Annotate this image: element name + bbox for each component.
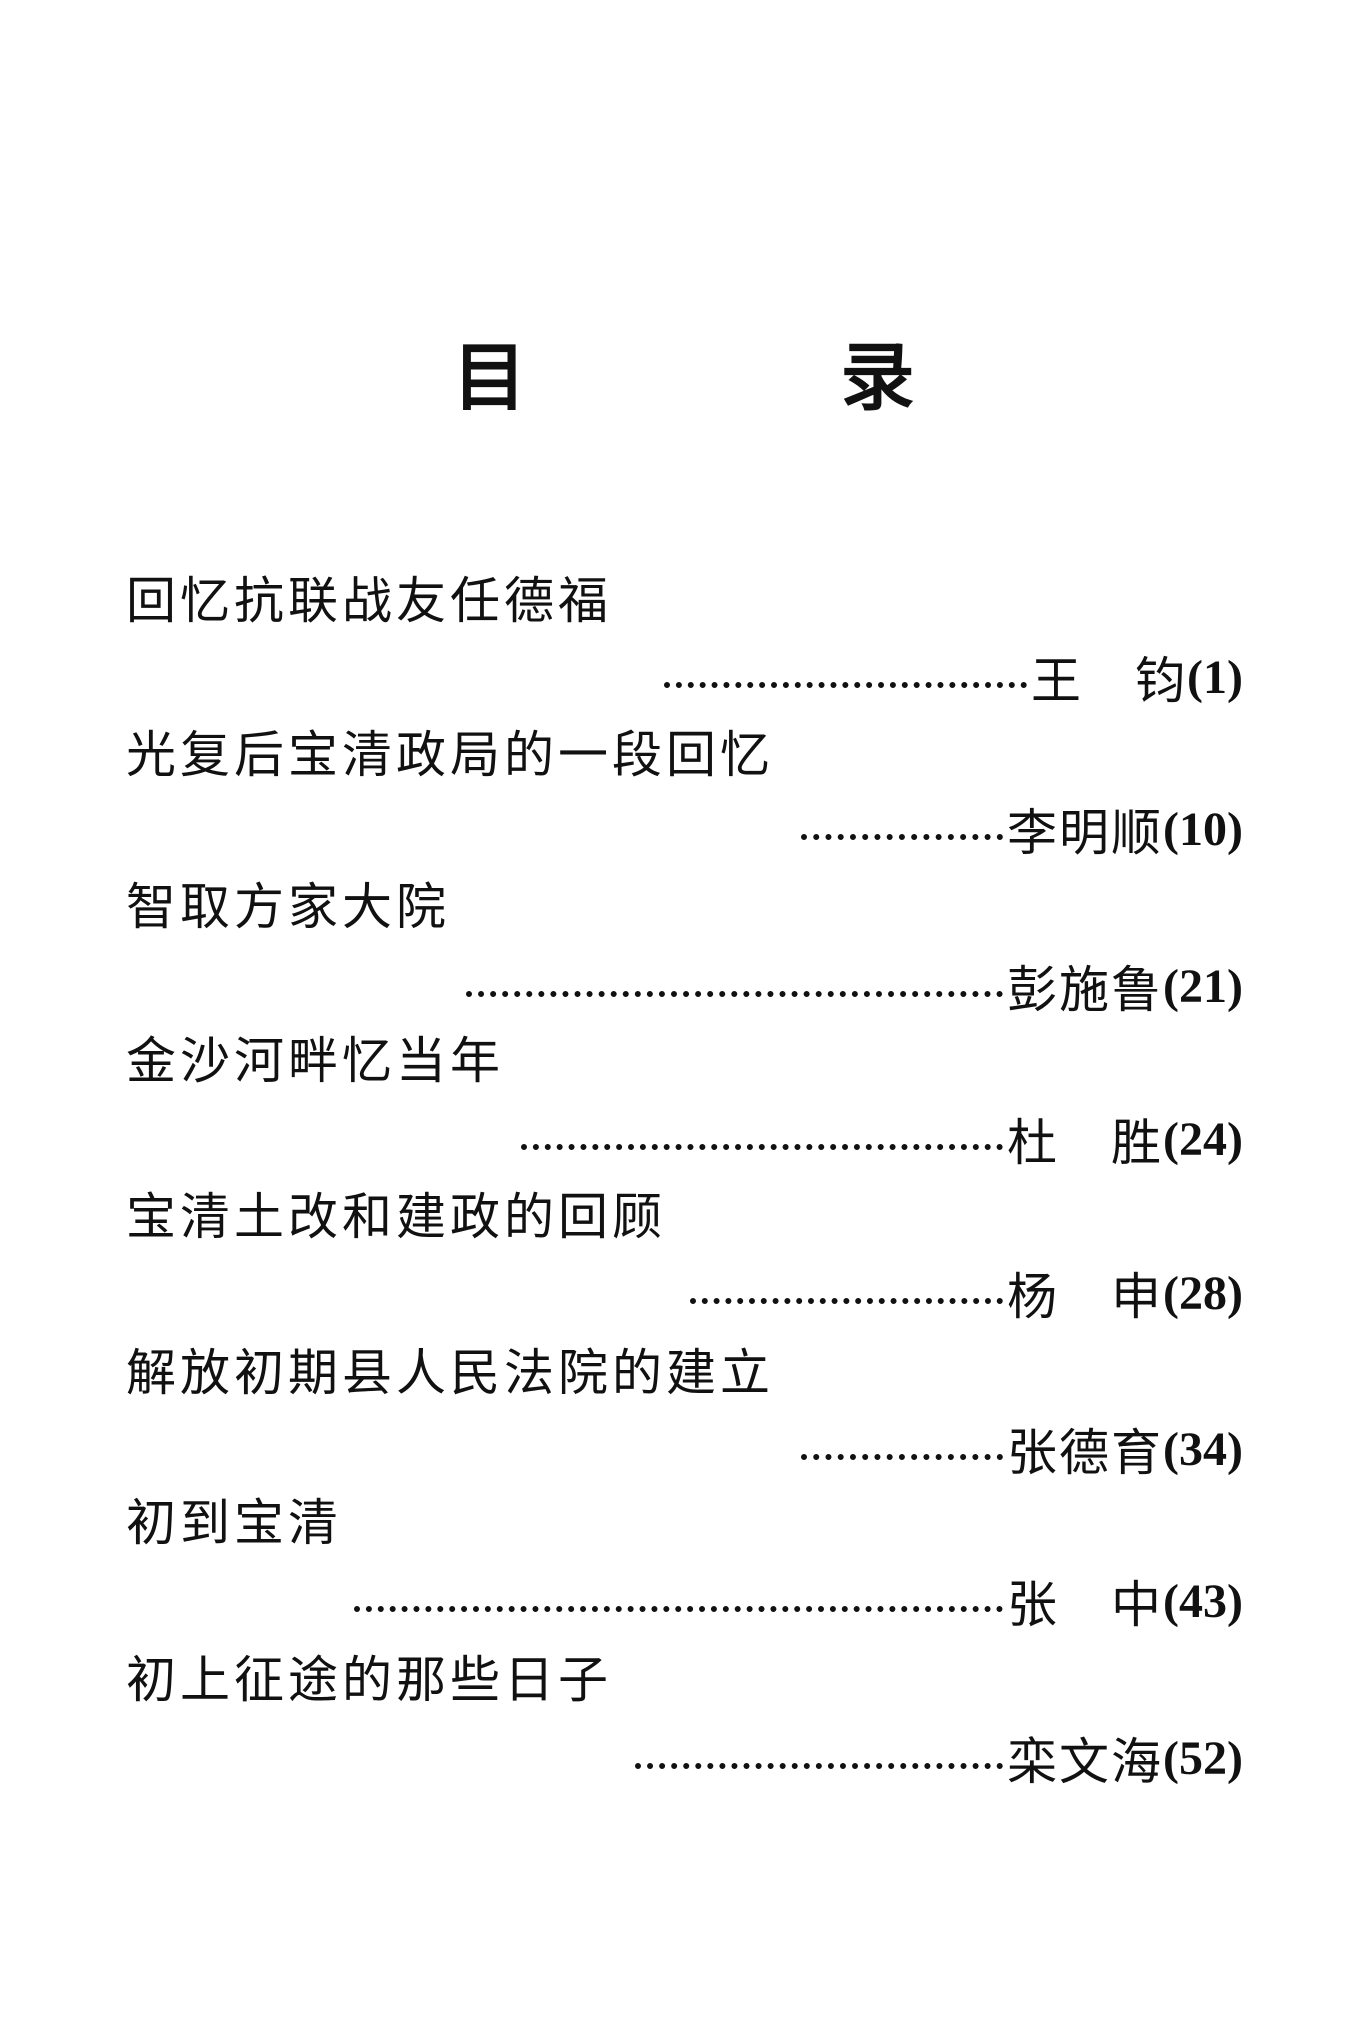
toc-entry-title[interactable]: 智取方家大院 <box>126 878 450 936</box>
toc-entry-leader[interactable]: 彭施鲁 (21) <box>466 956 1243 1019</box>
toc-entry-author: 栾文海 <box>1007 1733 1164 1791</box>
toc-entry-leader[interactable]: 李明顺 (10) <box>801 799 1243 862</box>
toc-entry-page: (1) <box>1187 650 1243 704</box>
toc-entry-page: (24) <box>1163 1112 1243 1166</box>
page-title: 目 录 <box>452 335 1035 421</box>
toc-entry-title[interactable]: 宝清土改和建政的回顾 <box>126 1188 666 1246</box>
dot-leader <box>664 682 1028 688</box>
toc-entry-author: 彭施鲁 <box>1007 961 1164 1019</box>
toc-entry-leader[interactable]: 王 钧 (1) <box>664 647 1243 710</box>
toc-entry-author: 张 中 <box>1007 1576 1164 1634</box>
toc-entry-leader[interactable]: 张德育 (34) <box>801 1419 1243 1482</box>
toc-entry-author: 王 钧 <box>1031 652 1188 710</box>
toc-entry-title[interactable]: 金沙河畔忆当年 <box>126 1032 504 1090</box>
toc-entry-author: 杜 胜 <box>1007 1114 1164 1172</box>
toc-entry-title[interactable]: 初到宝清 <box>126 1494 342 1552</box>
toc-entry-author: 张德育 <box>1007 1424 1164 1482</box>
toc-entry-page: (34) <box>1163 1422 1243 1476</box>
toc-entry-leader[interactable]: 杜 胜 (24) <box>521 1109 1243 1172</box>
toc-entry-leader[interactable]: 栾文海 (52) <box>635 1728 1243 1791</box>
dot-leader <box>801 834 1004 840</box>
dot-leader <box>466 991 1004 997</box>
toc-entry-leader[interactable]: 杨 申 (28) <box>690 1263 1243 1326</box>
dot-leader <box>354 1606 1004 1612</box>
toc-entry-page: (10) <box>1163 802 1243 856</box>
toc-entry-page: (21) <box>1163 959 1243 1013</box>
toc-entry-title[interactable]: 回忆抗联战友任德福 <box>126 572 612 630</box>
toc-entry-page: (28) <box>1163 1266 1243 1320</box>
toc-entry-author: 杨 申 <box>1007 1268 1164 1326</box>
dot-leader <box>690 1298 1004 1304</box>
toc-entry-author: 李明顺 <box>1007 804 1164 862</box>
toc-entry-page: (43) <box>1163 1574 1243 1628</box>
dot-leader <box>801 1454 1004 1460</box>
toc-entry-title[interactable]: 光复后宝清政局的一段回忆 <box>126 726 774 784</box>
toc-entry-title[interactable]: 解放初期县人民法院的建立 <box>126 1344 774 1402</box>
dot-leader <box>635 1763 1004 1769</box>
toc-entry-title[interactable]: 初上征途的那些日子 <box>126 1651 612 1709</box>
toc-entry-leader[interactable]: 张 中 (43) <box>354 1571 1243 1634</box>
toc-entry-page: (52) <box>1163 1731 1243 1785</box>
dot-leader <box>521 1144 1004 1150</box>
